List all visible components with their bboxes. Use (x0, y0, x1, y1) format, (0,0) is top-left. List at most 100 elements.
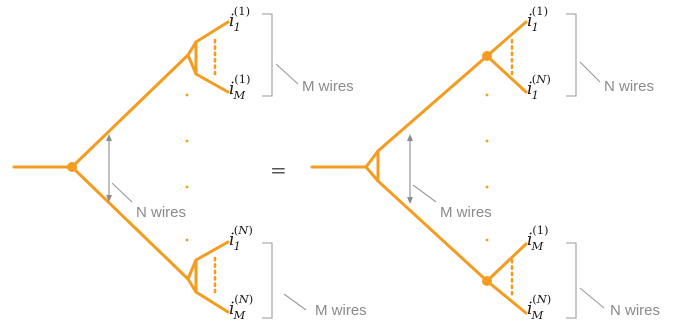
arrow-head-down (407, 197, 413, 204)
comb-wire-bottom (194, 290, 230, 314)
bracket-leader (579, 287, 605, 309)
arrow-leader (111, 182, 133, 203)
right-arrow-label: M wires (440, 204, 492, 221)
left-vertical-dots (185, 93, 189, 242)
index-sup: N (238, 292, 250, 306)
right-upper-branch (376, 54, 489, 153)
index-base: i (229, 79, 234, 99)
bracket-leader (579, 61, 601, 83)
index-base: i (527, 11, 532, 31)
left-top-comb (186, 20, 230, 94)
index-sub: M (232, 88, 246, 102)
index-base: i (229, 230, 234, 250)
right-top-bracket (566, 13, 577, 97)
index-label: iM (N) (527, 292, 551, 322)
left-bottom-bracket (262, 242, 273, 319)
split-wire-top (485, 242, 528, 283)
dot (185, 238, 189, 242)
index-sup: 1 (238, 4, 245, 18)
index-sup-open: ( (532, 223, 537, 237)
right-lower-branch (376, 179, 489, 283)
dot (485, 185, 489, 189)
index-label: iM (1) (527, 223, 549, 253)
index-sup-close: ) (546, 72, 551, 86)
split-wire-bottom (485, 279, 528, 315)
index-sup-close: ) (544, 4, 549, 18)
left-wire-count-arrow (106, 134, 133, 203)
index-sup-open: ( (234, 223, 239, 237)
left-diagram: N wires i1(1) iM(1) M wires i1(N) iM(N) … (12, 4, 367, 322)
left-bottom-comb (186, 240, 230, 314)
left-upper-branch (70, 53, 190, 169)
index-label: iM (N) (229, 292, 253, 322)
dot (185, 93, 189, 97)
right-diagram: M wires i1(1) i1(N) N wires iM(1) iM(N) … (310, 4, 660, 322)
comb-wire-top (194, 20, 230, 44)
right-vertical-dots (485, 93, 489, 242)
index-sup: 1 (537, 223, 544, 237)
index-sup-open: ( (532, 72, 537, 86)
index-sup: 1 (239, 72, 246, 86)
arrow-head-down (106, 195, 112, 202)
left-lower-branch (70, 165, 190, 281)
comb-spine (364, 149, 380, 169)
index-sup-open: ( (234, 292, 239, 306)
index-sup-close: ) (249, 292, 254, 306)
index-sub: 1 (233, 239, 240, 253)
index-sup-open: ( (532, 292, 537, 306)
index-sup-close: ) (547, 292, 552, 306)
left-arrow-label: N wires (136, 204, 186, 221)
bracket-leader (275, 63, 299, 85)
left-bottom-bracket-label: M wires (315, 302, 367, 319)
index-base: i (527, 299, 532, 319)
index-base: i (527, 79, 532, 99)
index-sub: M (232, 308, 246, 322)
right-bottom-bracket-label: N wires (610, 302, 660, 319)
index-sup-open: ( (532, 4, 537, 18)
index-sup-close: ) (248, 223, 253, 237)
dot (485, 238, 489, 242)
index-label: i1 (N) (229, 223, 253, 253)
split-wire-bottom (485, 54, 528, 94)
equals-sign: = (270, 158, 287, 182)
right-bottom-bracket (566, 242, 577, 319)
index-sub: M (530, 239, 544, 253)
comb-wire-top (194, 240, 230, 262)
dot (485, 93, 489, 97)
comb-wire-bottom (194, 72, 230, 94)
bracket-leader (283, 293, 307, 311)
dot (185, 139, 189, 143)
left-top-bracket-label: M wires (302, 78, 354, 95)
index-label: i1(1) (527, 4, 548, 34)
index-label: i1 (N) (527, 72, 551, 102)
index-sub: 1 (531, 20, 538, 34)
arrow-head-up (407, 134, 413, 141)
index-sub: 1 (233, 20, 240, 34)
index-sup: 1 (536, 4, 543, 18)
dot (485, 139, 489, 143)
index-sup-close: ) (544, 223, 549, 237)
dot (185, 185, 189, 189)
index-sup-close: ) (246, 4, 251, 18)
index-sub: M (530, 308, 544, 322)
index-base: i (527, 230, 532, 250)
index-base: i (229, 11, 234, 31)
index-sub: 1 (531, 88, 538, 102)
right-top-bracket-label: N wires (604, 78, 654, 95)
index-sup: N (535, 72, 547, 86)
right-wire-count-arrow (407, 134, 437, 204)
comb-spine (364, 165, 380, 183)
index-base: i (229, 299, 234, 319)
index-sup: N (237, 223, 249, 237)
index-label: i1(1) (229, 4, 250, 34)
arrow-head-up (106, 134, 112, 141)
index-label: iM (1) (229, 72, 251, 102)
arrow-leader (412, 184, 437, 203)
index-sup-close: ) (246, 72, 251, 86)
split-wire-top (485, 20, 528, 58)
index-sup-open: ( (234, 4, 239, 18)
index-sup: N (536, 292, 548, 306)
index-sup-open: ( (234, 72, 239, 86)
left-top-bracket (262, 13, 273, 97)
